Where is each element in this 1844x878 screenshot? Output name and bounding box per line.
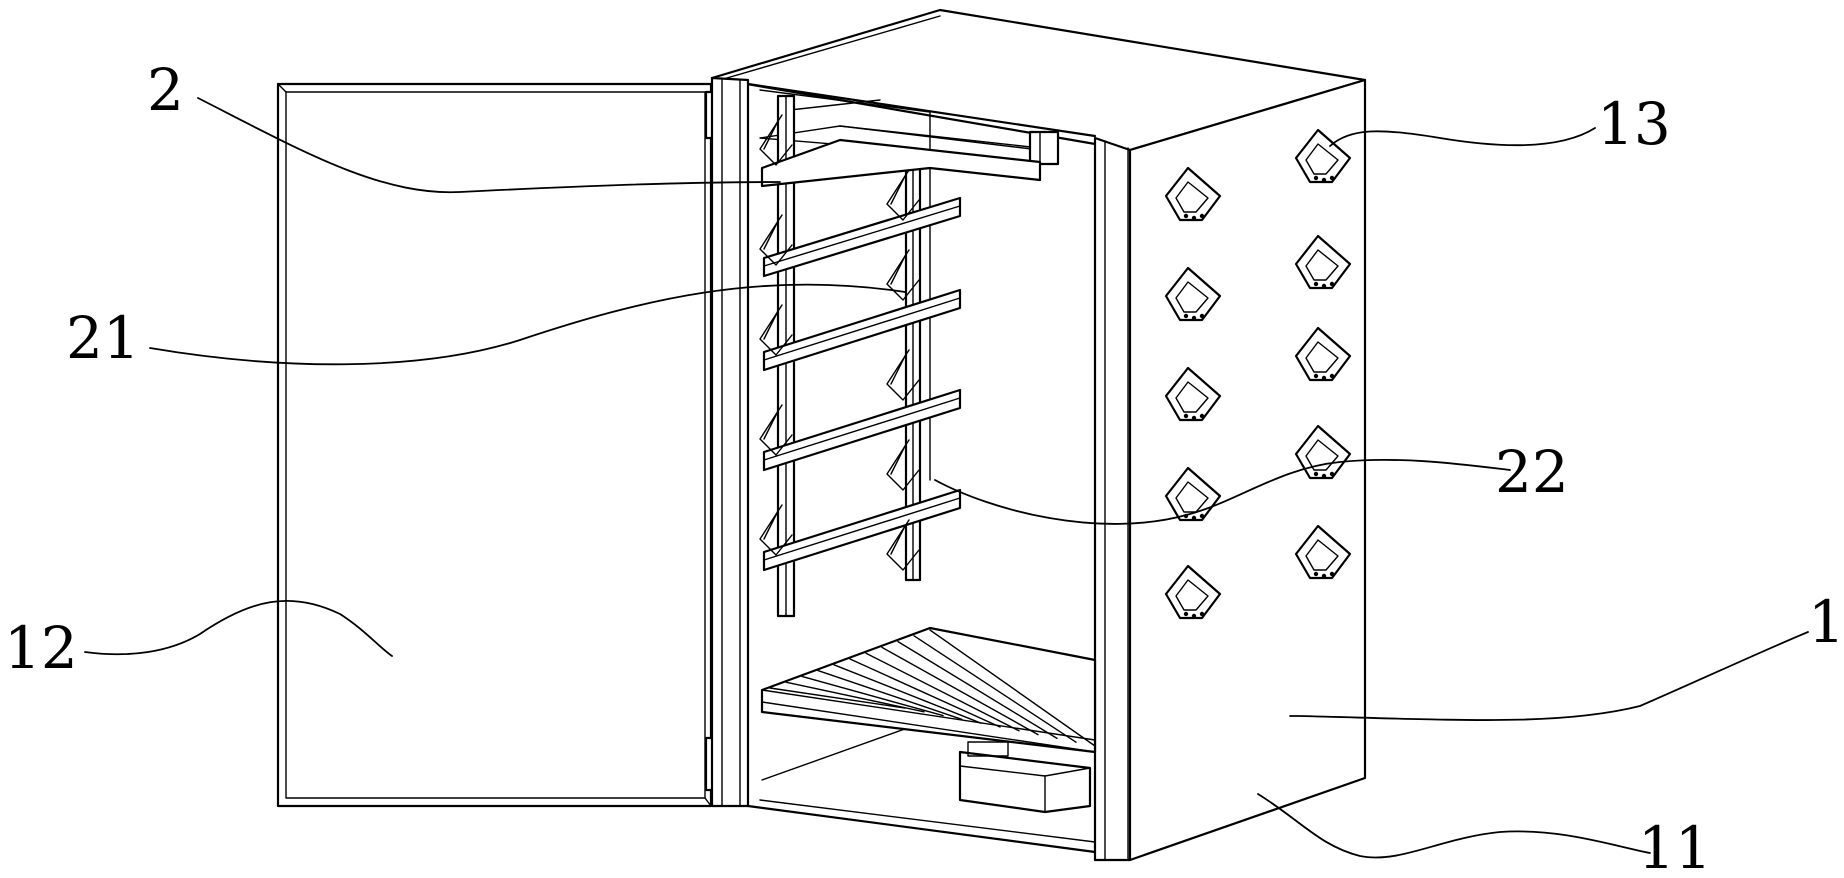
vent-louver	[1294, 424, 1352, 480]
rack-bar	[762, 288, 962, 372]
rack-hook	[759, 214, 793, 266]
rack-bar	[762, 488, 962, 572]
grate-slat	[929, 629, 1096, 747]
vent-louver	[1294, 128, 1352, 184]
vent-louver	[1164, 266, 1222, 322]
grate-slat	[817, 669, 963, 721]
rack-bars	[760, 138, 1042, 572]
cabinet-door	[276, 82, 713, 808]
grate-slat	[881, 646, 1039, 736]
rack-hook	[886, 249, 920, 301]
vent-louver	[1164, 166, 1222, 222]
cabinet-body	[710, 8, 1367, 862]
bottom-grate	[760, 626, 1097, 754]
label-door: 12	[4, 614, 78, 682]
rack-hooks	[759, 114, 920, 571]
vent-louver	[1294, 234, 1352, 290]
rack-hook	[759, 114, 793, 166]
label-rack-rail: 21	[66, 304, 140, 372]
label-rack: 2	[147, 56, 184, 124]
rack-hook	[886, 439, 920, 491]
grate-slat	[833, 664, 982, 724]
rack-hook	[886, 169, 920, 221]
grate-slat	[913, 635, 1077, 743]
rack-bar	[762, 388, 962, 472]
grate-slat	[769, 687, 906, 709]
leader-22	[934, 459, 1511, 525]
label-cabinet-body: 1	[1808, 588, 1844, 656]
label-rack-bar: 22	[1495, 438, 1569, 506]
leader-12	[84, 599, 393, 657]
side-vents	[1164, 128, 1352, 620]
label-vent: 13	[1597, 90, 1671, 158]
label-side-panel: 11	[1638, 814, 1712, 878]
leader-2	[197, 97, 781, 194]
vent-louver	[1164, 564, 1222, 620]
leader-11	[1257, 793, 1651, 859]
rack-hook	[886, 349, 920, 401]
grate-slat	[849, 658, 1001, 728]
grate-slat	[785, 681, 925, 713]
drying-rack	[759, 94, 1060, 618]
fan-unit	[958, 741, 1092, 814]
rack-hook	[759, 304, 793, 356]
rack-hook	[759, 404, 793, 456]
rack-hook	[886, 519, 920, 571]
rack-hook	[759, 504, 793, 556]
grate-slat	[801, 675, 944, 717]
vent-louver	[1164, 366, 1222, 422]
leader-1	[1289, 631, 1809, 721]
leader-21	[149, 283, 906, 366]
grate-slat	[897, 640, 1058, 740]
vent-louver	[1294, 524, 1352, 580]
leader-13	[1329, 127, 1596, 147]
grate-slat	[865, 652, 1020, 732]
vent-louver	[1294, 326, 1352, 382]
vent-louver	[1164, 466, 1222, 522]
rack-bar	[762, 196, 962, 278]
